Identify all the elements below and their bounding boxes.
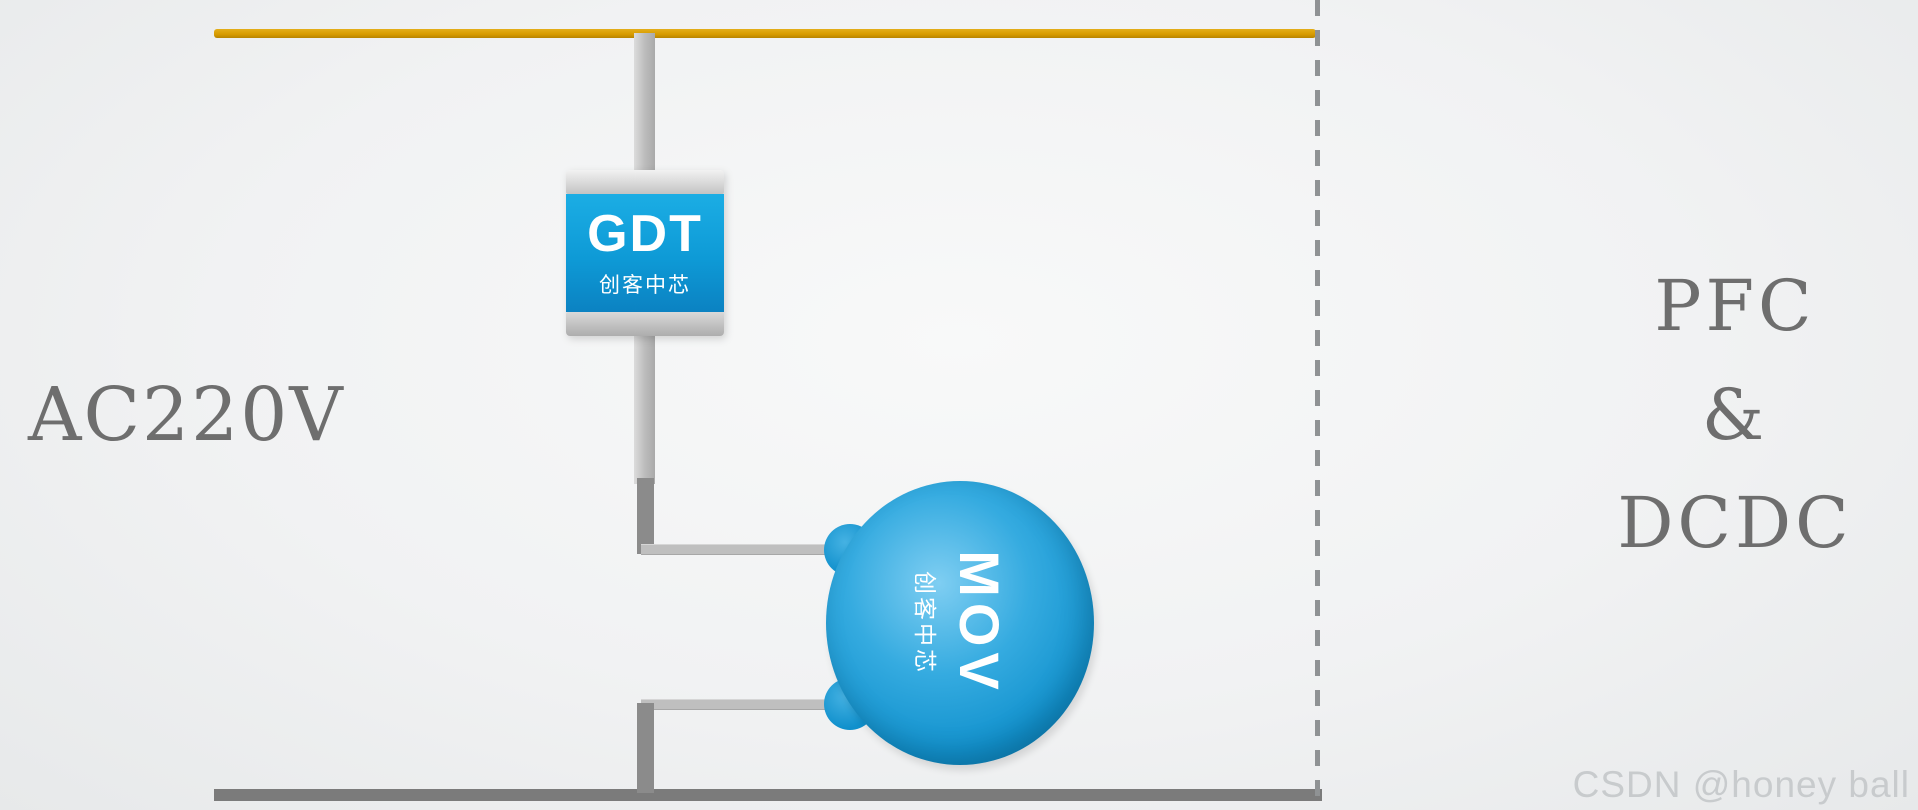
gdt-body: GDT 创客中芯 [566, 194, 724, 312]
gdt-component: GDT 创客中芯 [566, 170, 724, 336]
wire-branch-to-mov-bottom [641, 699, 865, 710]
output-stage-line-amp: & [1701, 373, 1769, 456]
output-stage-line-dcdc: DCDC [1617, 482, 1853, 564]
mov-component: MOV 创客中芯 [826, 481, 1094, 765]
gdt-bottom-electrode [566, 312, 724, 336]
mov-label: MOV [947, 550, 1011, 696]
neutral-bus-line [214, 789, 1322, 801]
wire-gdt-down-dark [637, 478, 654, 554]
gdt-top-electrode [566, 170, 724, 194]
gdt-brand-label: 创客中芯 [599, 273, 691, 297]
watermark-text: CSDN @honey ball [1572, 764, 1910, 805]
live-bus-line [214, 29, 1316, 38]
ac-input-label: AC220V [28, 372, 345, 458]
wire-mov-to-neutral [637, 703, 654, 793]
output-stage-line-pfc: PFC [1654, 265, 1816, 347]
wire-live-to-gdt [634, 33, 655, 173]
wire-gdt-down-light [634, 332, 655, 484]
wire-branch-to-mov-top [641, 544, 865, 555]
isolation-dashed-divider [1315, 0, 1320, 810]
mov-rotated-text: MOV 创客中芯 [910, 550, 1011, 696]
mov-brand-label: 创客中芯 [912, 571, 939, 675]
output-stage-label: PFC & DCDC [1565, 252, 1905, 578]
gdt-label: GDT [587, 204, 703, 263]
